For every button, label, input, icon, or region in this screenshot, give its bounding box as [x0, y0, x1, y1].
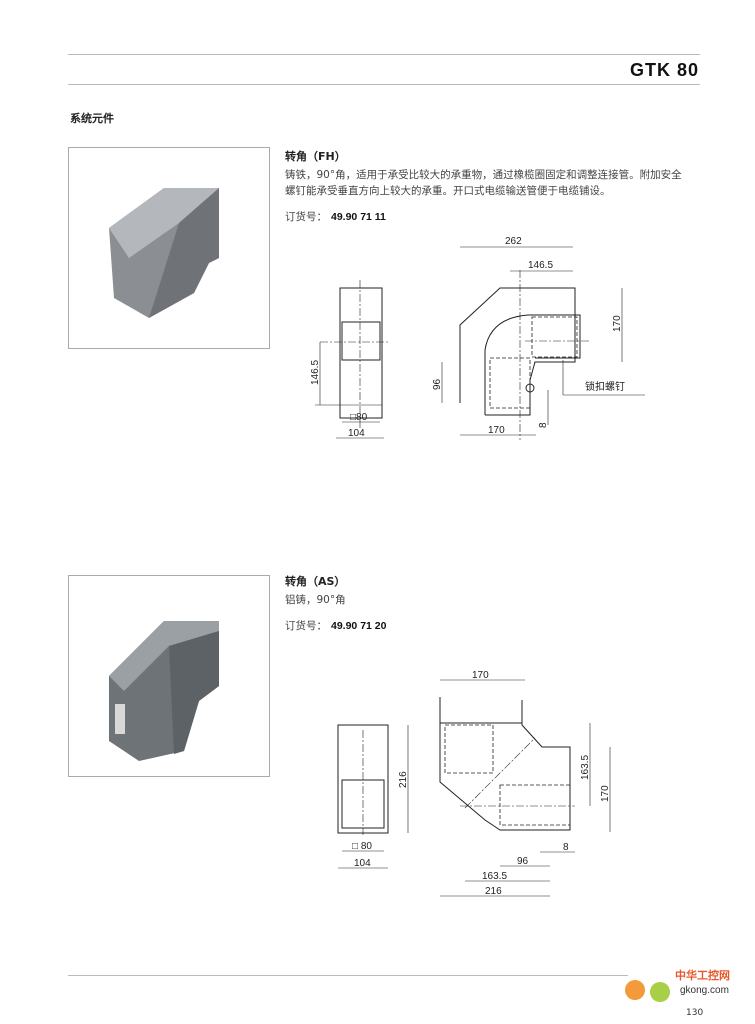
- corner-fh-image: [109, 188, 219, 318]
- order-number: 订货号：49.90 71 20: [285, 620, 387, 632]
- product-info-fh: 转角（FH） 铸铁，90°角，适用于承受比较大的承重物，通过橡榄圈固定和调整连接…: [285, 148, 685, 224]
- product-title: 转角（FH）: [285, 150, 346, 163]
- svg-text:□80: □80: [350, 412, 368, 423]
- svg-text:146.5: 146.5: [310, 360, 321, 385]
- svg-text:170: 170: [612, 315, 623, 332]
- svg-text:170: 170: [472, 670, 489, 681]
- svg-text:170: 170: [600, 785, 611, 802]
- svg-text:96: 96: [432, 378, 443, 390]
- svg-text:8: 8: [563, 842, 569, 853]
- screw-label: 锁扣螺钉: [585, 380, 625, 393]
- page-title: GTK 80: [629, 60, 699, 80]
- svg-text:8: 8: [538, 422, 549, 428]
- section-title: 系统元件: [70, 112, 114, 125]
- corner-as-image: [109, 621, 219, 761]
- page-number: 130: [686, 1008, 704, 1018]
- svg-text:中华工控网: 中华工控网: [675, 968, 730, 982]
- svg-text:146.5: 146.5: [528, 260, 553, 271]
- svg-text:163.5: 163.5: [580, 755, 591, 780]
- svg-text:216: 216: [398, 771, 409, 788]
- svg-text:216: 216: [485, 886, 502, 897]
- front-view-outline: [459, 287, 576, 416]
- order-number: 订货号：49.90 71 11: [285, 211, 386, 223]
- svg-text:gkong.com: gkong.com: [680, 985, 729, 996]
- svg-text:96: 96: [517, 856, 529, 867]
- svg-text:170: 170: [488, 425, 505, 436]
- svg-text:□ 80: □ 80: [352, 841, 372, 852]
- drawing-as: 216 □ 80 104 170 163.5 170 8 96 163.5 21…: [337, 670, 611, 897]
- svg-text:104: 104: [348, 428, 365, 439]
- product-description: 铸铁，90°角，适用于承受比较大的承重物，通过橡榄圈固定和调整连接管。附加安全螺…: [285, 169, 682, 197]
- product-photo-fh: [68, 147, 270, 349]
- footer-rule: [68, 975, 628, 976]
- watermark-logo: 中华工控网 gkong.com: [620, 962, 740, 1004]
- svg-text:104: 104: [354, 858, 371, 869]
- product-description: 铝铸，90°角: [285, 594, 346, 606]
- product-photo-as: [68, 575, 270, 777]
- front-view-outline: [439, 697, 571, 831]
- product-title: 转角（AS）: [285, 575, 346, 588]
- drawing-fh: 146.5 □80 104 262 146.5 170 96 8 170 锁扣螺…: [310, 236, 645, 440]
- top-rule: [68, 54, 700, 55]
- svg-text:163.5: 163.5: [482, 871, 507, 882]
- svg-text:262: 262: [505, 236, 522, 247]
- side-view-body: [339, 287, 383, 419]
- header-rule: [68, 84, 700, 85]
- product-info-as: 转角（AS） 铝铸，90°角 订货号：49.90 71 20: [285, 573, 685, 633]
